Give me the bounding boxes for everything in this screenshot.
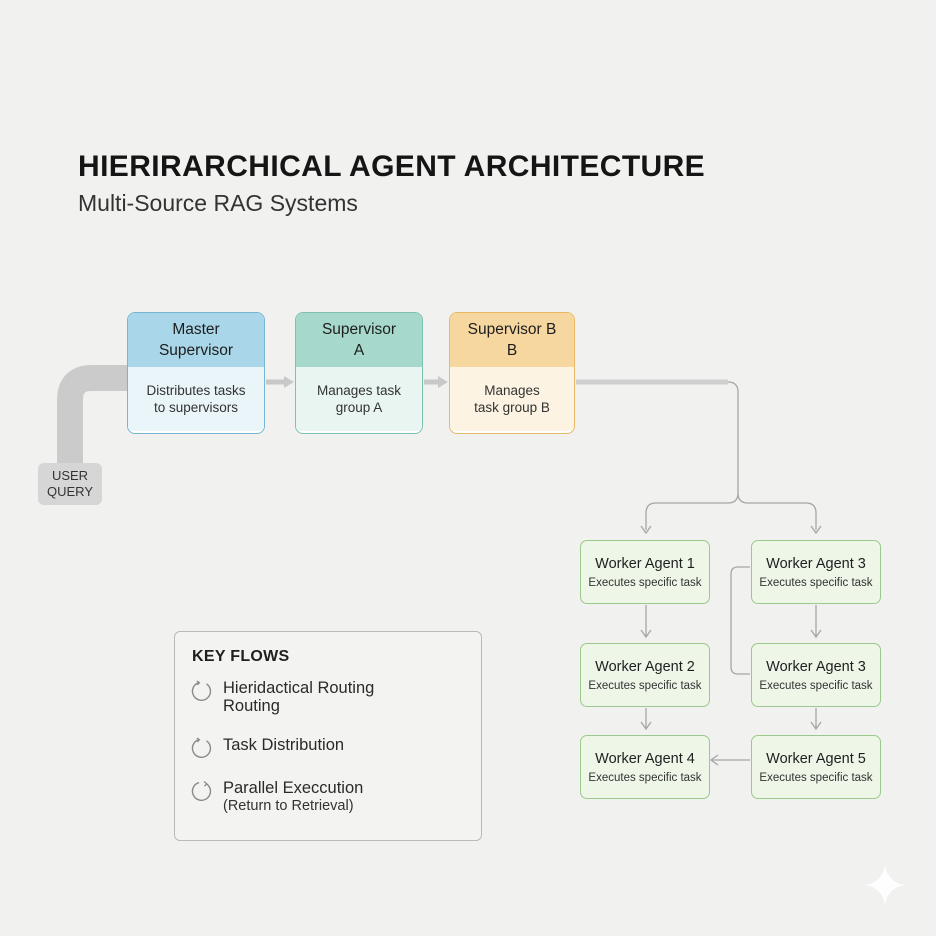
key-flows-title: KEY FLOWS [192,648,290,665]
master-title-line2: Supervisor [158,342,234,359]
supervisor-b-body: Manages task group B [450,367,574,431]
branch-connector [645,381,817,530]
master-supervisor-header: Master Supervisor [128,313,264,367]
supervisor-a-title-line2: A [353,342,365,359]
worker-agent-4-node: Worker Agent 4 Executes specific task [580,735,710,799]
supervisor-a-body: Manages task group A [296,367,422,431]
supervisor-a-header: Supervisor A [296,313,422,367]
master-desc-line2: to supervisors [153,400,239,415]
worker-agent-2-node: Worker Agent 2 Executes specific task [580,643,710,707]
worker-agent-1-node: Worker Agent 1 Executes specific task [580,540,710,604]
worker-title: Worker Agent 3 [766,555,866,572]
worker-title: Worker Agent 1 [595,555,695,572]
circular-arrow-icon [191,680,212,701]
key-flow-parallel-line1: Parallel Execcution [223,779,364,797]
worker-title: Worker Agent 2 [595,658,695,675]
master-title-line1: Master [172,321,220,338]
key-flow-routing-line1: Hieridactical Routing [223,679,375,697]
worker-desc: Executes specific task [588,576,702,589]
supervisor-b-desc-line1: Manages [484,383,540,398]
supervisor-b-node: Supervisor B B Manages task group B [449,312,575,434]
supervisor-b-desc-line2: task group B [474,400,550,415]
master-desc-line1: Distributes tasks [146,383,246,398]
key-flow-routing-line2: Routing [223,697,280,715]
key-flows-legend: KEY FLOWS Hieridactical Routing Routing … [174,631,482,841]
supervisor-b-title-line1: Supervisor B [467,321,557,338]
worker-title: Worker Agent 5 [766,750,866,767]
circular-arrow-icon [191,780,212,801]
worker-desc: Executes specific task [588,679,702,692]
user-query-pipe [57,365,130,466]
master-supervisor-body: Distributes tasks to supervisors [128,367,264,431]
worker-desc: Executes specific task [588,771,702,784]
sparkle-icon [864,864,906,906]
supervisor-a-desc-line2: group A [335,400,383,415]
key-flow-item-distribution: Task Distribution [191,736,344,759]
worker-agent-3-middle-node: Worker Agent 3 Executes specific task [751,643,881,707]
worker-agent-5-node: Worker Agent 5 Executes specific task [751,735,881,799]
user-query-node: USER QUERY [38,463,102,505]
supervisor-a-desc-line1: Manages task [316,383,402,398]
worker-desc: Executes specific task [759,771,873,784]
worker-agent-3-top-node: Worker Agent 3 Executes specific task [751,540,881,604]
supervisor-a-title-line1: Supervisor [321,321,397,338]
supervisor-b-header: Supervisor B B [450,313,574,367]
key-flow-item-parallel: Parallel Execcution (Return to Retrieval… [191,779,363,815]
key-flow-item-routing: Hieridactical Routing Routing [191,679,374,715]
diagram-subtitle: Multi-Source RAG Systems [78,190,358,216]
worker-desc: Executes specific task [759,679,873,692]
supervisor-a-node: Supervisor A Manages task group A [295,312,423,434]
worker-desc: Executes specific task [759,576,873,589]
worker-title: Worker Agent 4 [595,750,695,767]
key-flow-parallel-line2: (Return to Retrieval) [223,798,354,814]
circular-arrow-icon [191,737,212,758]
key-flow-distribution-line1: Task Distribution [223,736,345,754]
supervisor-b-title-line2: B [506,342,518,359]
user-query-label-line1: USER [51,468,89,483]
worker-title: Worker Agent 3 [766,658,866,675]
diagram-title: HIERIRARCHICAL AGENT ARCHITECTURE [78,150,706,183]
user-query-label-line2: QUERY [47,484,93,499]
master-supervisor-node: Master Supervisor Distributes tasks to s… [127,312,265,434]
